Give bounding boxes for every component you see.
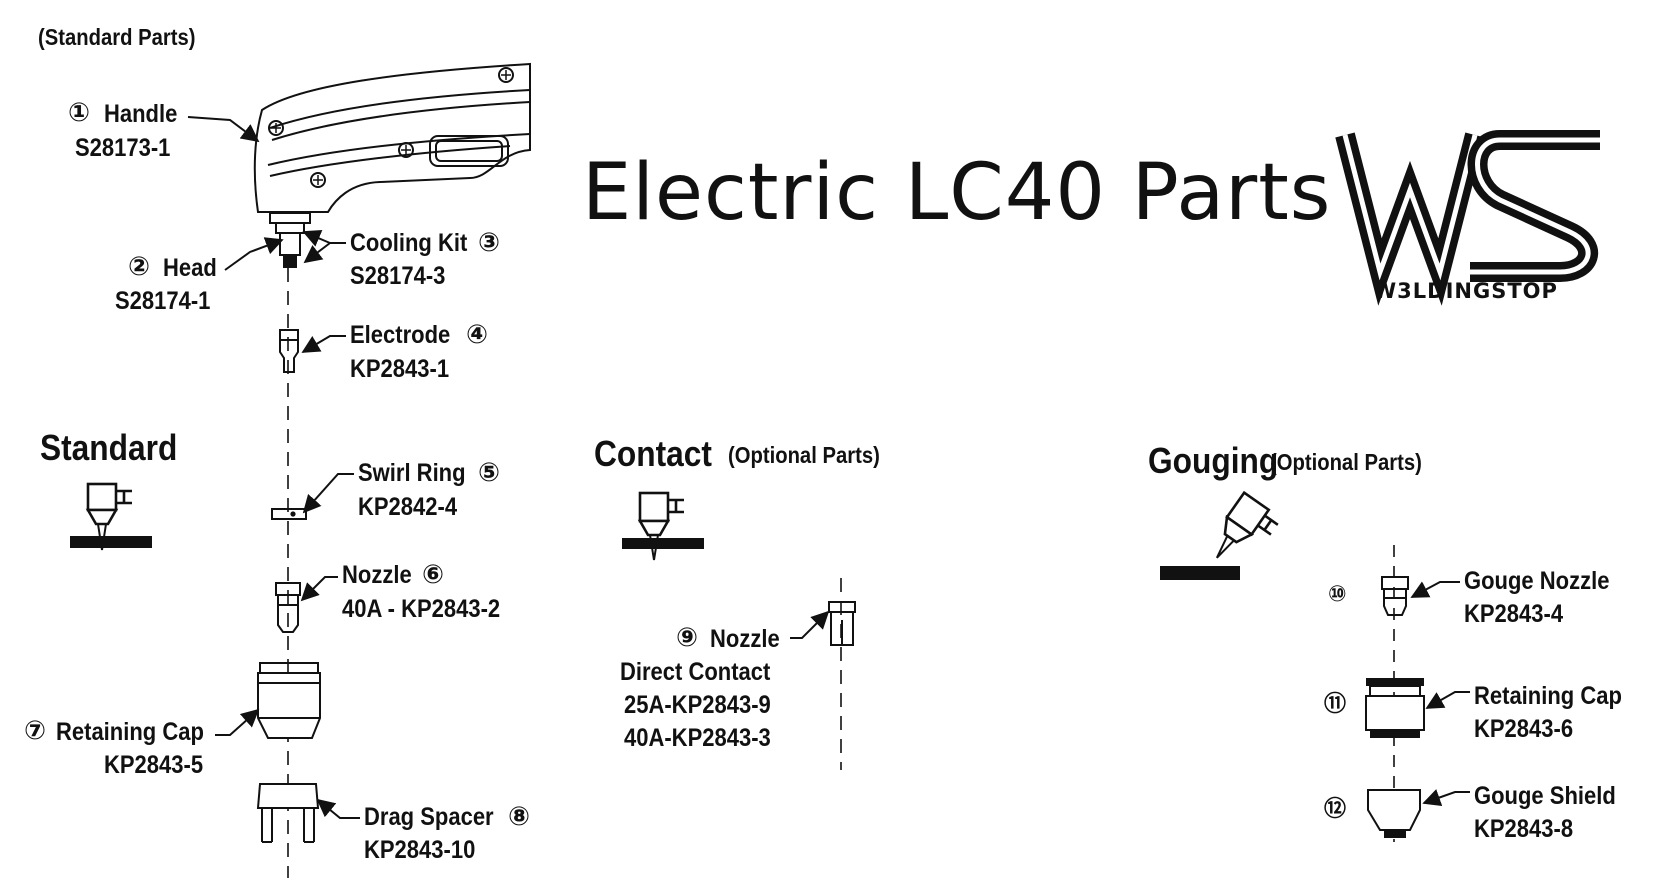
contact-optional-note: (Optional Parts) xyxy=(728,442,880,468)
nozzle-name: Nozzle xyxy=(342,561,412,589)
standard-heading: Standard xyxy=(40,427,178,468)
handle-name: Handle xyxy=(104,100,178,128)
cooling-kit-name: Cooling Kit xyxy=(350,229,468,257)
retaining-cap-code: KP2843-5 xyxy=(104,751,204,779)
gouging-heading: Gouging xyxy=(1148,440,1279,481)
contact-nozzle-code-40a: 40A-KP2843-3 xyxy=(624,724,771,752)
gouge-retaining-cap-leader xyxy=(1425,691,1470,709)
page-title: Electric LC40 Parts xyxy=(582,148,1332,238)
contact-nozzle-leader xyxy=(790,610,830,639)
contact-cutting-icon xyxy=(622,491,704,561)
swirl-ring-number: ⑤ xyxy=(478,458,501,488)
gouge-retaining-cap-number: ⑪ xyxy=(1324,692,1347,717)
gouge-shield-code: KP2843-8 xyxy=(1474,815,1574,843)
drag-spacer-drawing xyxy=(256,783,320,843)
swirl-ring-code: KP2842-4 xyxy=(358,493,458,521)
torch-handle-drawing xyxy=(253,62,531,268)
drag-spacer-name: Drag Spacer xyxy=(364,803,494,831)
swirl-ring-leader xyxy=(302,473,354,514)
gouge-nozzle-leader xyxy=(1410,581,1460,598)
gouge-retaining-cap-name: Retaining Cap xyxy=(1474,682,1622,710)
gouge-retaining-cap-code: KP2843-6 xyxy=(1474,715,1574,743)
contact-nozzle-code-25a: 25A-KP2843-9 xyxy=(624,691,771,719)
head-name: Head xyxy=(163,254,217,282)
gouge-shield-drawing xyxy=(1367,789,1421,838)
swirl-ring-drawing xyxy=(271,508,307,520)
drag-spacer-leader xyxy=(316,798,360,819)
nozzle-leader xyxy=(300,576,338,602)
gouge-shield-number: ⑫ xyxy=(1324,797,1347,822)
gouge-retaining-cap-drawing xyxy=(1365,678,1425,738)
gouge-nozzle-number: ⑩ xyxy=(1328,582,1347,607)
gouging-optional-note: (Optional Parts) xyxy=(1270,449,1422,475)
gouge-shield-leader xyxy=(1422,789,1470,807)
head-code: S28174-1 xyxy=(115,287,211,315)
contact-nozzle-number: ⑨ xyxy=(676,623,699,653)
electrode-number: ④ xyxy=(466,320,489,350)
retaining-cap-name: Retaining Cap xyxy=(56,718,204,746)
electrode-drawing xyxy=(279,329,299,373)
contact-heading: Contact xyxy=(594,433,712,474)
nozzle-code: 40A - KP2843-2 xyxy=(342,595,501,623)
nozzle-drawing xyxy=(275,582,301,633)
retaining-cap-leader xyxy=(215,708,260,736)
electrode-leader xyxy=(301,335,346,353)
handle-code: S28173-1 xyxy=(75,134,171,162)
gouging-icon xyxy=(1215,490,1279,559)
retaining-cap-drawing xyxy=(257,662,321,739)
ws-logo-icon xyxy=(1335,130,1600,306)
brand-name: W3LDINGSTOP xyxy=(1373,279,1558,303)
handle-leader xyxy=(187,116,260,143)
electrode-name: Electrode xyxy=(350,321,451,349)
retaining-cap-number: ⑦ xyxy=(24,716,47,746)
cooling-kit-leader xyxy=(302,230,346,247)
cooling-kit-number: ③ xyxy=(478,228,501,258)
handle-number: ① xyxy=(68,98,91,128)
electrode-code: KP2843-1 xyxy=(350,355,450,383)
gouge-nozzle-drawing xyxy=(1381,576,1409,616)
drag-spacer-number: ⑧ xyxy=(508,802,531,832)
head-number: ② xyxy=(128,252,151,282)
contact-nozzle-name: Nozzle xyxy=(710,625,780,653)
gouge-nozzle-code: KP2843-4 xyxy=(1464,600,1564,628)
standard-parts-note: (Standard Parts) xyxy=(38,24,196,50)
contact-nozzle-subtitle: Direct Contact xyxy=(620,658,771,686)
cooling-kit-code: S28174-3 xyxy=(350,262,446,290)
gouging-workpiece xyxy=(1160,566,1240,580)
head-leader xyxy=(224,237,284,271)
gouge-shield-name: Gouge Shield xyxy=(1474,782,1616,810)
gouge-nozzle-name: Gouge Nozzle xyxy=(1464,567,1610,595)
drag-spacer-code: KP2843-10 xyxy=(364,836,476,864)
contact-nozzle-drawing xyxy=(828,601,856,646)
nozzle-number: ⑥ xyxy=(422,560,445,590)
swirl-ring-name: Swirl Ring xyxy=(358,459,466,487)
standard-cutting-icon xyxy=(70,482,152,551)
